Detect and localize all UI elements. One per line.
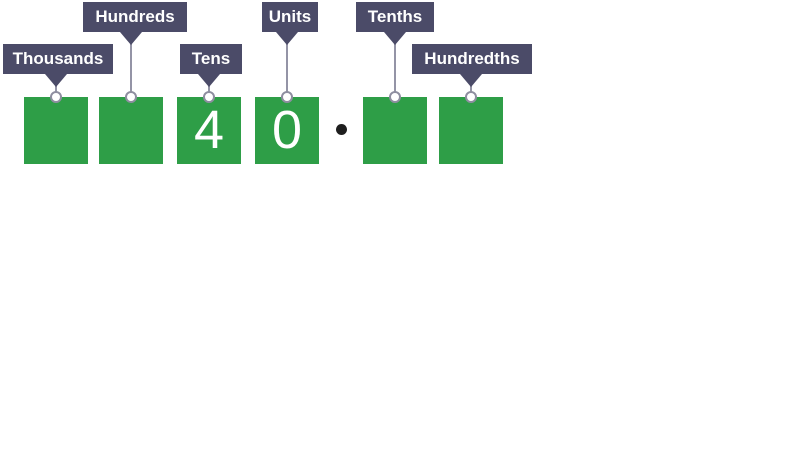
place-label-units: Units bbox=[262, 2, 318, 32]
connector-node-icon bbox=[389, 91, 401, 103]
digit-value: 4 bbox=[193, 99, 225, 160]
connector-node-icon bbox=[50, 91, 62, 103]
digit-box-hundreds bbox=[99, 97, 163, 164]
connector-node-icon bbox=[281, 91, 293, 103]
place-label-thousands: Thousands bbox=[3, 44, 113, 74]
digit-box-units: 0 bbox=[255, 97, 319, 164]
digit-value: 0 bbox=[271, 99, 303, 160]
label-pointer-icon bbox=[276, 32, 298, 45]
place-label-hundreds: Hundreds bbox=[83, 2, 187, 32]
decimal-point bbox=[336, 124, 347, 135]
place-label-tenths: Tenths bbox=[356, 2, 434, 32]
label-pointer-icon bbox=[120, 32, 142, 45]
connector-line bbox=[130, 32, 132, 97]
label-pointer-icon bbox=[198, 74, 220, 87]
digit-box-tenths bbox=[363, 97, 427, 164]
connector-node-icon bbox=[465, 91, 477, 103]
connector-line bbox=[394, 32, 396, 97]
place-label-tens: Tens bbox=[180, 44, 242, 74]
label-pointer-icon bbox=[384, 32, 406, 45]
label-pointer-icon bbox=[460, 74, 482, 87]
connector-line bbox=[286, 32, 288, 97]
digit-box-tens: 4 bbox=[177, 97, 241, 164]
digit-box-thousands bbox=[24, 97, 88, 164]
connector-node-icon bbox=[125, 91, 137, 103]
place-label-hundredths: Hundredths bbox=[412, 44, 532, 74]
connector-node-icon bbox=[203, 91, 215, 103]
digit-box-hundredths bbox=[439, 97, 503, 164]
label-pointer-icon bbox=[45, 74, 67, 87]
